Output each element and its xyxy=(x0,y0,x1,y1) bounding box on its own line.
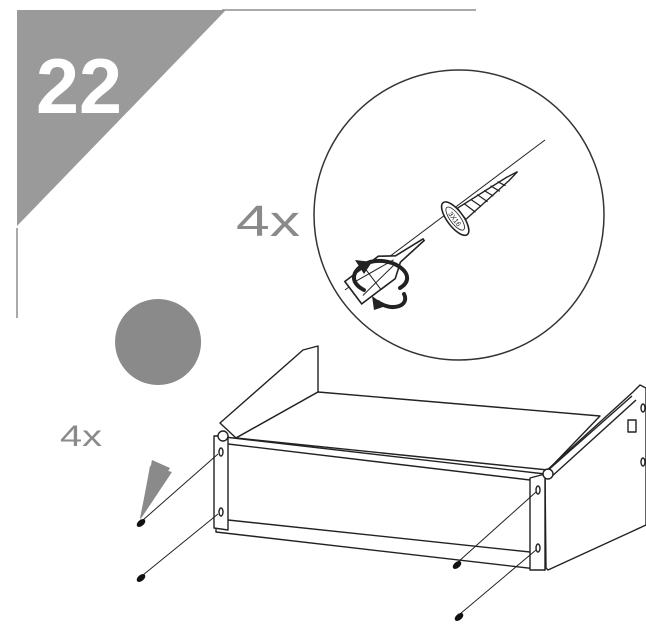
screw-icon: 3X16 xyxy=(440,171,519,237)
corner-fitting xyxy=(542,468,554,480)
step-number: 22 xyxy=(36,42,122,130)
screw-hole xyxy=(535,543,541,553)
part-callout-bubble xyxy=(115,299,202,518)
part-callout-pointer xyxy=(140,466,172,520)
screw-hole xyxy=(535,485,541,495)
rotate-clockwise-icon xyxy=(352,258,410,310)
detail-circle xyxy=(313,69,605,361)
drawer-right-panel xyxy=(544,384,646,571)
drawer-right-upright xyxy=(529,473,546,571)
step-corner-triangle xyxy=(17,10,226,226)
screw-hole xyxy=(218,447,224,457)
screw-hole xyxy=(218,507,224,517)
part-number: 009 xyxy=(131,412,184,448)
detail-quantity: 4x xyxy=(236,197,300,246)
part-quantity: 4x xyxy=(60,420,102,453)
screw-icon xyxy=(136,519,464,621)
drawer-interior-floor xyxy=(235,391,601,471)
corner-fitting xyxy=(217,430,229,442)
screw-guide-lines xyxy=(142,453,537,615)
drawer-box xyxy=(213,345,646,571)
drawer-back-left-panel xyxy=(219,345,319,439)
